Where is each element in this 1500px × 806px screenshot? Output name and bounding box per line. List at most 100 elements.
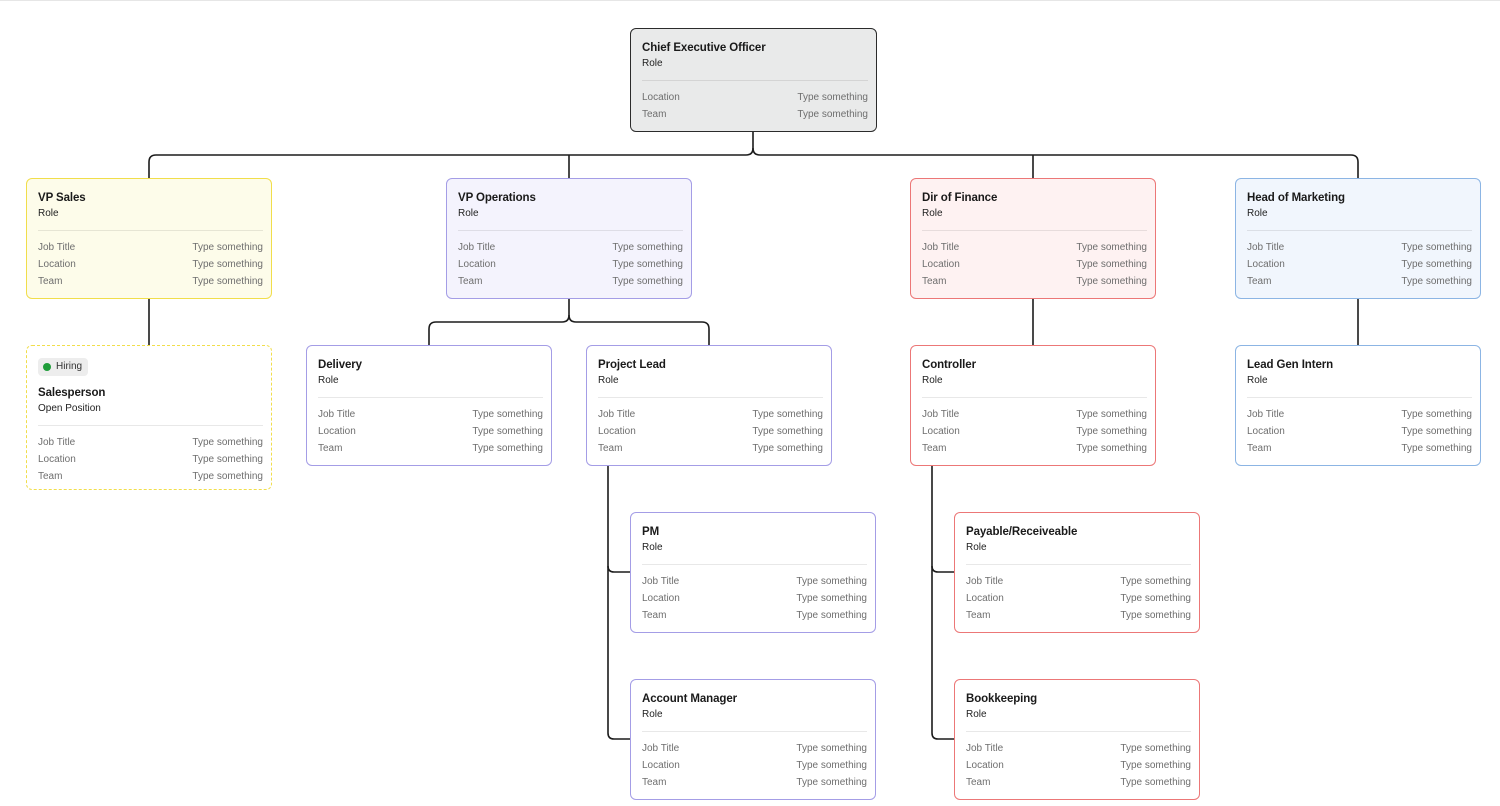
field-value[interactable]: Type something — [1120, 576, 1191, 587]
field-row-team[interactable]: Team Type something — [38, 273, 263, 290]
field-value[interactable]: Type something — [472, 426, 543, 437]
node-vp-sales[interactable]: VP Sales Role Job Title Type something L… — [26, 178, 272, 299]
field-value[interactable]: Type something — [796, 777, 867, 788]
field-value[interactable]: Type something — [1076, 259, 1147, 270]
field-label: Location — [1247, 259, 1285, 270]
field-row-location[interactable]: Location Type something — [642, 89, 868, 106]
field-value[interactable]: Type something — [796, 593, 867, 604]
field-value[interactable]: Type something — [752, 443, 823, 454]
field-row-job-title[interactable]: Job Title Type something — [1247, 239, 1472, 256]
node-dir-finance[interactable]: Dir of Finance Role Job Title Type somet… — [910, 178, 1156, 299]
field-row-location[interactable]: Location Type something — [642, 590, 867, 607]
field-row-team[interactable]: Team Type something — [1247, 440, 1472, 457]
field-row-location[interactable]: Location Type something — [922, 423, 1147, 440]
field-value[interactable]: Type something — [796, 760, 867, 771]
field-value[interactable]: Type something — [192, 242, 263, 253]
field-value[interactable]: Type something — [1076, 409, 1147, 420]
field-row-team[interactable]: Team Type something — [1247, 273, 1472, 290]
field-value[interactable]: Type something — [1401, 426, 1472, 437]
node-name: VP Operations — [458, 192, 536, 204]
field-value[interactable]: Type something — [797, 92, 868, 103]
node-vp-operations[interactable]: VP Operations Role Job Title Type someth… — [446, 178, 692, 299]
field-row-job-title[interactable]: Job Title Type something — [966, 740, 1191, 757]
field-row-job-title[interactable]: Job Title Type something — [922, 406, 1147, 423]
node-delivery[interactable]: Delivery Role Job Title Type something L… — [306, 345, 552, 466]
node-ceo[interactable]: Chief Executive Officer Role Location Ty… — [630, 28, 877, 132]
field-row-job-title[interactable]: Job Title Type something — [598, 406, 823, 423]
field-row-team[interactable]: Team Type something — [642, 607, 867, 624]
field-row-team[interactable]: Team Type something — [38, 468, 263, 485]
field-value[interactable]: Type something — [1401, 242, 1472, 253]
node-lead-gen-intern[interactable]: Lead Gen Intern Role Job Title Type some… — [1235, 345, 1481, 466]
field-value[interactable]: Type something — [192, 437, 263, 448]
field-value[interactable]: Type something — [1076, 426, 1147, 437]
field-value[interactable]: Type something — [1120, 760, 1191, 771]
field-row-location[interactable]: Location Type something — [966, 757, 1191, 774]
field-value[interactable]: Type something — [472, 409, 543, 420]
field-value[interactable]: Type something — [1401, 443, 1472, 454]
field-row-team[interactable]: Team Type something — [642, 774, 867, 791]
field-value[interactable]: Type something — [797, 109, 868, 120]
field-row-location[interactable]: Location Type something — [642, 757, 867, 774]
field-row-location[interactable]: Location Type something — [966, 590, 1191, 607]
node-salesperson[interactable]: Hiring Salesperson Open Position Job Tit… — [26, 345, 272, 490]
field-row-team[interactable]: Team Type something — [966, 774, 1191, 791]
field-row-location[interactable]: Location Type something — [38, 451, 263, 468]
field-row-location[interactable]: Location Type something — [922, 256, 1147, 273]
field-value[interactable]: Type something — [1076, 443, 1147, 454]
field-row-team[interactable]: Team Type something — [922, 440, 1147, 457]
field-value[interactable]: Type something — [1401, 409, 1472, 420]
field-row-job-title[interactable]: Job Title Type something — [1247, 406, 1472, 423]
field-row-job-title[interactable]: Job Title Type something — [38, 239, 263, 256]
field-value[interactable]: Type something — [192, 259, 263, 270]
field-value[interactable]: Type something — [796, 576, 867, 587]
field-row-job-title[interactable]: Job Title Type something — [642, 740, 867, 757]
field-value[interactable]: Type something — [472, 443, 543, 454]
field-row-location[interactable]: Location Type something — [38, 256, 263, 273]
node-role: Role — [642, 709, 663, 720]
field-value[interactable]: Type something — [1401, 276, 1472, 287]
field-row-team[interactable]: Team Type something — [922, 273, 1147, 290]
field-row-location[interactable]: Location Type something — [318, 423, 543, 440]
field-row-team[interactable]: Team Type something — [598, 440, 823, 457]
node-account-manager[interactable]: Account Manager Role Job Title Type some… — [630, 679, 876, 800]
field-row-job-title[interactable]: Job Title Type something — [642, 573, 867, 590]
field-row-job-title[interactable]: Job Title Type something — [966, 573, 1191, 590]
field-value[interactable]: Type something — [192, 276, 263, 287]
node-controller[interactable]: Controller Role Job Title Type something… — [910, 345, 1156, 466]
field-value[interactable]: Type something — [796, 743, 867, 754]
field-row-job-title[interactable]: Job Title Type something — [922, 239, 1147, 256]
field-row-job-title[interactable]: Job Title Type something — [38, 434, 263, 451]
field-value[interactable]: Type something — [612, 259, 683, 270]
field-row-job-title[interactable]: Job Title Type something — [458, 239, 683, 256]
field-value[interactable]: Type something — [612, 242, 683, 253]
field-value[interactable]: Type something — [1120, 777, 1191, 788]
node-payable-receiveable[interactable]: Payable/Receiveable Role Job Title Type … — [954, 512, 1200, 633]
field-value[interactable]: Type something — [1076, 242, 1147, 253]
field-row-location[interactable]: Location Type something — [1247, 423, 1472, 440]
field-row-location[interactable]: Location Type something — [1247, 256, 1472, 273]
field-value[interactable]: Type something — [1120, 593, 1191, 604]
field-value[interactable]: Type something — [192, 454, 263, 465]
field-value[interactable]: Type something — [1120, 743, 1191, 754]
field-value[interactable]: Type something — [752, 409, 823, 420]
field-value[interactable]: Type something — [612, 276, 683, 287]
field-row-job-title[interactable]: Job Title Type something — [318, 406, 543, 423]
field-row-team[interactable]: Team Type something — [318, 440, 543, 457]
node-bookkeeping[interactable]: Bookkeeping Role Job Title Type somethin… — [954, 679, 1200, 800]
field-row-location[interactable]: Location Type something — [458, 256, 683, 273]
field-value[interactable]: Type something — [1401, 259, 1472, 270]
field-value[interactable]: Type something — [796, 610, 867, 621]
field-row-location[interactable]: Location Type something — [598, 423, 823, 440]
field-row-team[interactable]: Team Type something — [642, 106, 868, 123]
field-value[interactable]: Type something — [192, 471, 263, 482]
field-value[interactable]: Type something — [1120, 610, 1191, 621]
node-head-marketing[interactable]: Head of Marketing Role Job Title Type so… — [1235, 178, 1481, 299]
node-project-lead[interactable]: Project Lead Role Job Title Type somethi… — [586, 345, 832, 466]
field-value[interactable]: Type something — [752, 426, 823, 437]
node-pm[interactable]: PM Role Job Title Type something Locatio… — [630, 512, 876, 633]
field-value[interactable]: Type something — [1076, 276, 1147, 287]
field-row-team[interactable]: Team Type something — [458, 273, 683, 290]
field-row-team[interactable]: Team Type something — [966, 607, 1191, 624]
